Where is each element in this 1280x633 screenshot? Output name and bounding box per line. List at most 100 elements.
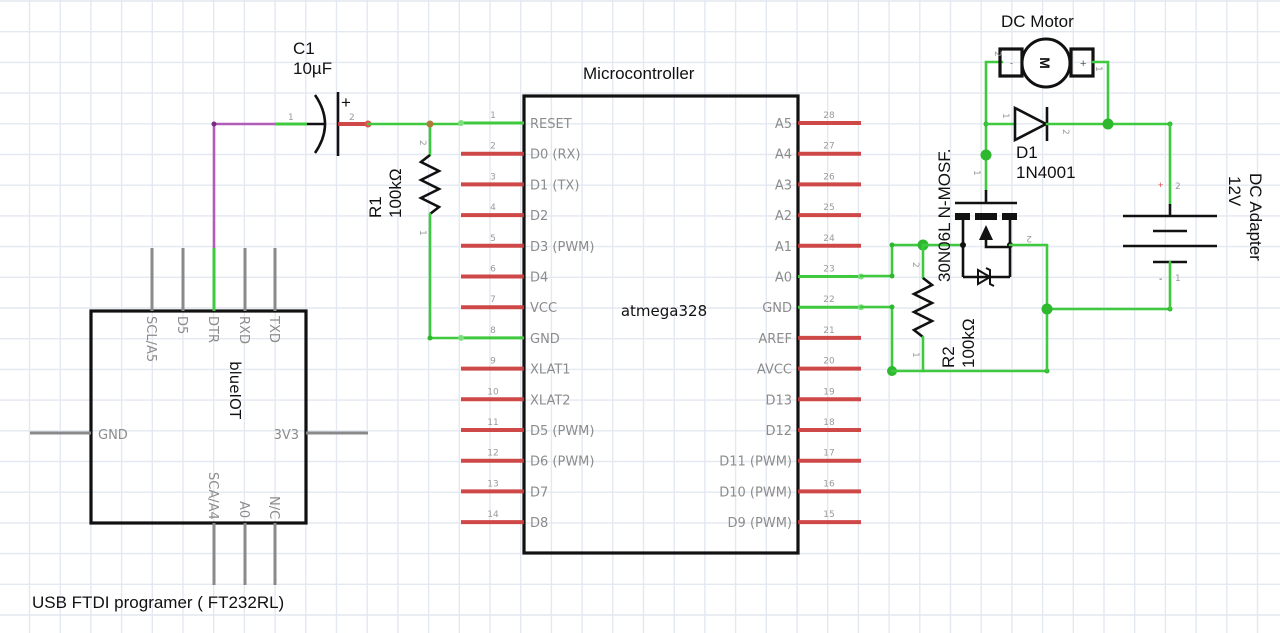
motor-pin-1-num: 1 <box>1093 66 1103 72</box>
mosfet-30n06l[interactable]: 1 2 30N06L N-MOSF. <box>921 148 1049 287</box>
ftdi-label-d5: D5 <box>174 316 189 334</box>
resistor-r1[interactable]: 2 1 R1 100kΩ <box>366 120 442 340</box>
mosfet-pin-2-num: 2 <box>1026 233 1032 243</box>
r2-pin-2-num: 2 <box>910 262 920 268</box>
wire-a0-to-r2[interactable] <box>859 243 925 278</box>
mosfet-arrow <box>979 225 993 240</box>
wire-bend-point <box>889 242 895 248</box>
ftdi-label-3v3: 3V3 <box>274 428 299 443</box>
mcu-pin-label: D8 <box>530 516 548 531</box>
ftdi-label-rxd: RXD <box>236 316 251 344</box>
c1-pin-2-num: 2 <box>349 113 355 123</box>
ftdi-body <box>89 309 308 525</box>
c1-pin-1-num: 1 <box>288 113 294 123</box>
mcu-pin-number: 9 <box>490 357 496 367</box>
junction-dot <box>1102 118 1114 130</box>
mcu-pin-number: 19 <box>823 387 835 397</box>
motor-plus-mark: + <box>1080 58 1086 70</box>
mcu-pin-number: 26 <box>823 172 835 182</box>
adapter-value: 12V <box>1225 176 1244 207</box>
mcu-pin-number: 16 <box>823 479 835 489</box>
pin-endpoint <box>458 120 464 126</box>
mcu-pin-number: 10 <box>487 387 499 397</box>
ftdi-part-name: blueIOT <box>226 361 244 420</box>
r1-zigzag <box>418 153 442 216</box>
ftdi-label-txd: TXD <box>266 315 281 343</box>
ftdi-label-a0: A0 <box>236 501 251 518</box>
ftdi-label-gnd: GND <box>98 428 128 443</box>
c1-curved-plate <box>313 94 327 154</box>
mosfet-label: 30N06L N-MOSF. <box>935 148 954 282</box>
mcu-pin-label: RESET <box>530 117 572 132</box>
mcu-pin-label: D2 <box>530 209 548 224</box>
mcu-pin-number: 12 <box>487 449 498 459</box>
mcu-body <box>522 94 800 555</box>
mcu-pin-label: AREF <box>758 332 792 347</box>
diode-d1[interactable]: 1 2 D1 1N4001 <box>984 105 1110 182</box>
adapter-name: DC Adapter <box>1246 173 1265 261</box>
junction-dot <box>1041 303 1053 315</box>
mcu-pin-label: D6 (PWM) <box>530 455 594 470</box>
mcu-pin-number: 5 <box>490 234 496 244</box>
motor-pin-2-num: 2 <box>992 51 1002 57</box>
wire-motor-plus[interactable] <box>1091 60 1110 126</box>
mcu-pin-label: D7 <box>530 485 548 500</box>
mcu-pin-number: 25 <box>823 203 834 213</box>
mcu-pin-label: D11 (PWM) <box>719 455 792 470</box>
mosfet-channel-seg <box>1002 213 1017 220</box>
mcu-pin-label: D9 (PWM) <box>728 516 792 531</box>
r1-junction <box>426 120 434 128</box>
mcu-right-pins: 28A527A426A325A224A123A022GND21AREF20AVC… <box>719 111 864 531</box>
mcu-pin-number: 1 <box>490 111 496 121</box>
r1-value: 100kΩ <box>386 168 405 218</box>
mcu-pin-label: A1 <box>775 240 792 255</box>
motor-minus-mark: - <box>1010 58 1013 68</box>
mcu-pin-label: D5 (PWM) <box>530 424 594 439</box>
dc-motor[interactable]: M - + DC Motor 2 1 <box>992 12 1103 89</box>
r2-zigzag <box>911 276 935 339</box>
motor-symbol: M <box>1037 57 1053 69</box>
c1-name: C1 <box>293 39 315 58</box>
junction-dot <box>980 149 992 161</box>
mcu-pin-number: 27 <box>823 142 834 152</box>
mcu-pin-label: VCC <box>530 301 557 316</box>
mosfet-pin-1-num: 1 <box>971 170 981 176</box>
dc-adapter[interactable]: + - 2 1 DC Adapter 12V <box>1123 122 1265 311</box>
d1-value: 1N4001 <box>1016 163 1076 182</box>
d1-pin-1-num: 1 <box>1000 113 1010 119</box>
mcu-pin-number: 20 <box>823 357 835 367</box>
ftdi-module[interactable]: SCL/A5 D5 DTR RXD TXD GND 3V3 SCA/A4 A0 … <box>30 248 368 612</box>
wire-gnd-to-source[interactable] <box>859 305 894 370</box>
mcu-pin-number: 4 <box>490 203 496 213</box>
mcu-pin-label: GND <box>762 301 792 316</box>
mcu-part-name: atmega328 <box>621 302 707 320</box>
mcu-pin-label: D0 (RX) <box>530 148 581 163</box>
mcu-pin-number: 28 <box>823 111 835 121</box>
r2-value: 100kΩ <box>959 318 978 368</box>
mcu-pin-label: XLAT1 <box>530 363 571 378</box>
wire-bend-point <box>427 335 433 341</box>
mosfet-node <box>960 242 966 248</box>
mcu-pin-number: 15 <box>823 510 834 520</box>
mosfet-channel-seg <box>955 213 970 220</box>
c1-value: 10µF <box>293 59 332 78</box>
mosfet-channel-seg <box>975 213 997 220</box>
resistor-r2[interactable]: 2 1 R2 100kΩ <box>910 243 978 373</box>
mcu-pin-label: A2 <box>775 209 792 224</box>
mcu-pin-number: 21 <box>823 326 834 336</box>
mcu-pin-label: D4 <box>530 271 548 286</box>
r1-name: R1 <box>366 196 385 218</box>
ftdi-label-dtr: DTR <box>205 316 220 343</box>
mcu-pin-number: 24 <box>823 234 835 244</box>
mcu-pin-label: A5 <box>775 117 792 132</box>
mcu-pin-label: GND <box>530 332 560 347</box>
capacitor-c1[interactable]: 1 2 + C1 10µF <box>275 39 372 156</box>
motor-body <box>1020 37 1072 89</box>
mcu-pin-number: 22 <box>823 295 834 305</box>
mcu-pin-label: D13 <box>765 393 792 408</box>
mcu-pin-label: A0 <box>775 271 792 286</box>
mcu-pin-label: D1 (TX) <box>530 178 579 193</box>
mcu-pin-label: XLAT2 <box>530 393 571 408</box>
